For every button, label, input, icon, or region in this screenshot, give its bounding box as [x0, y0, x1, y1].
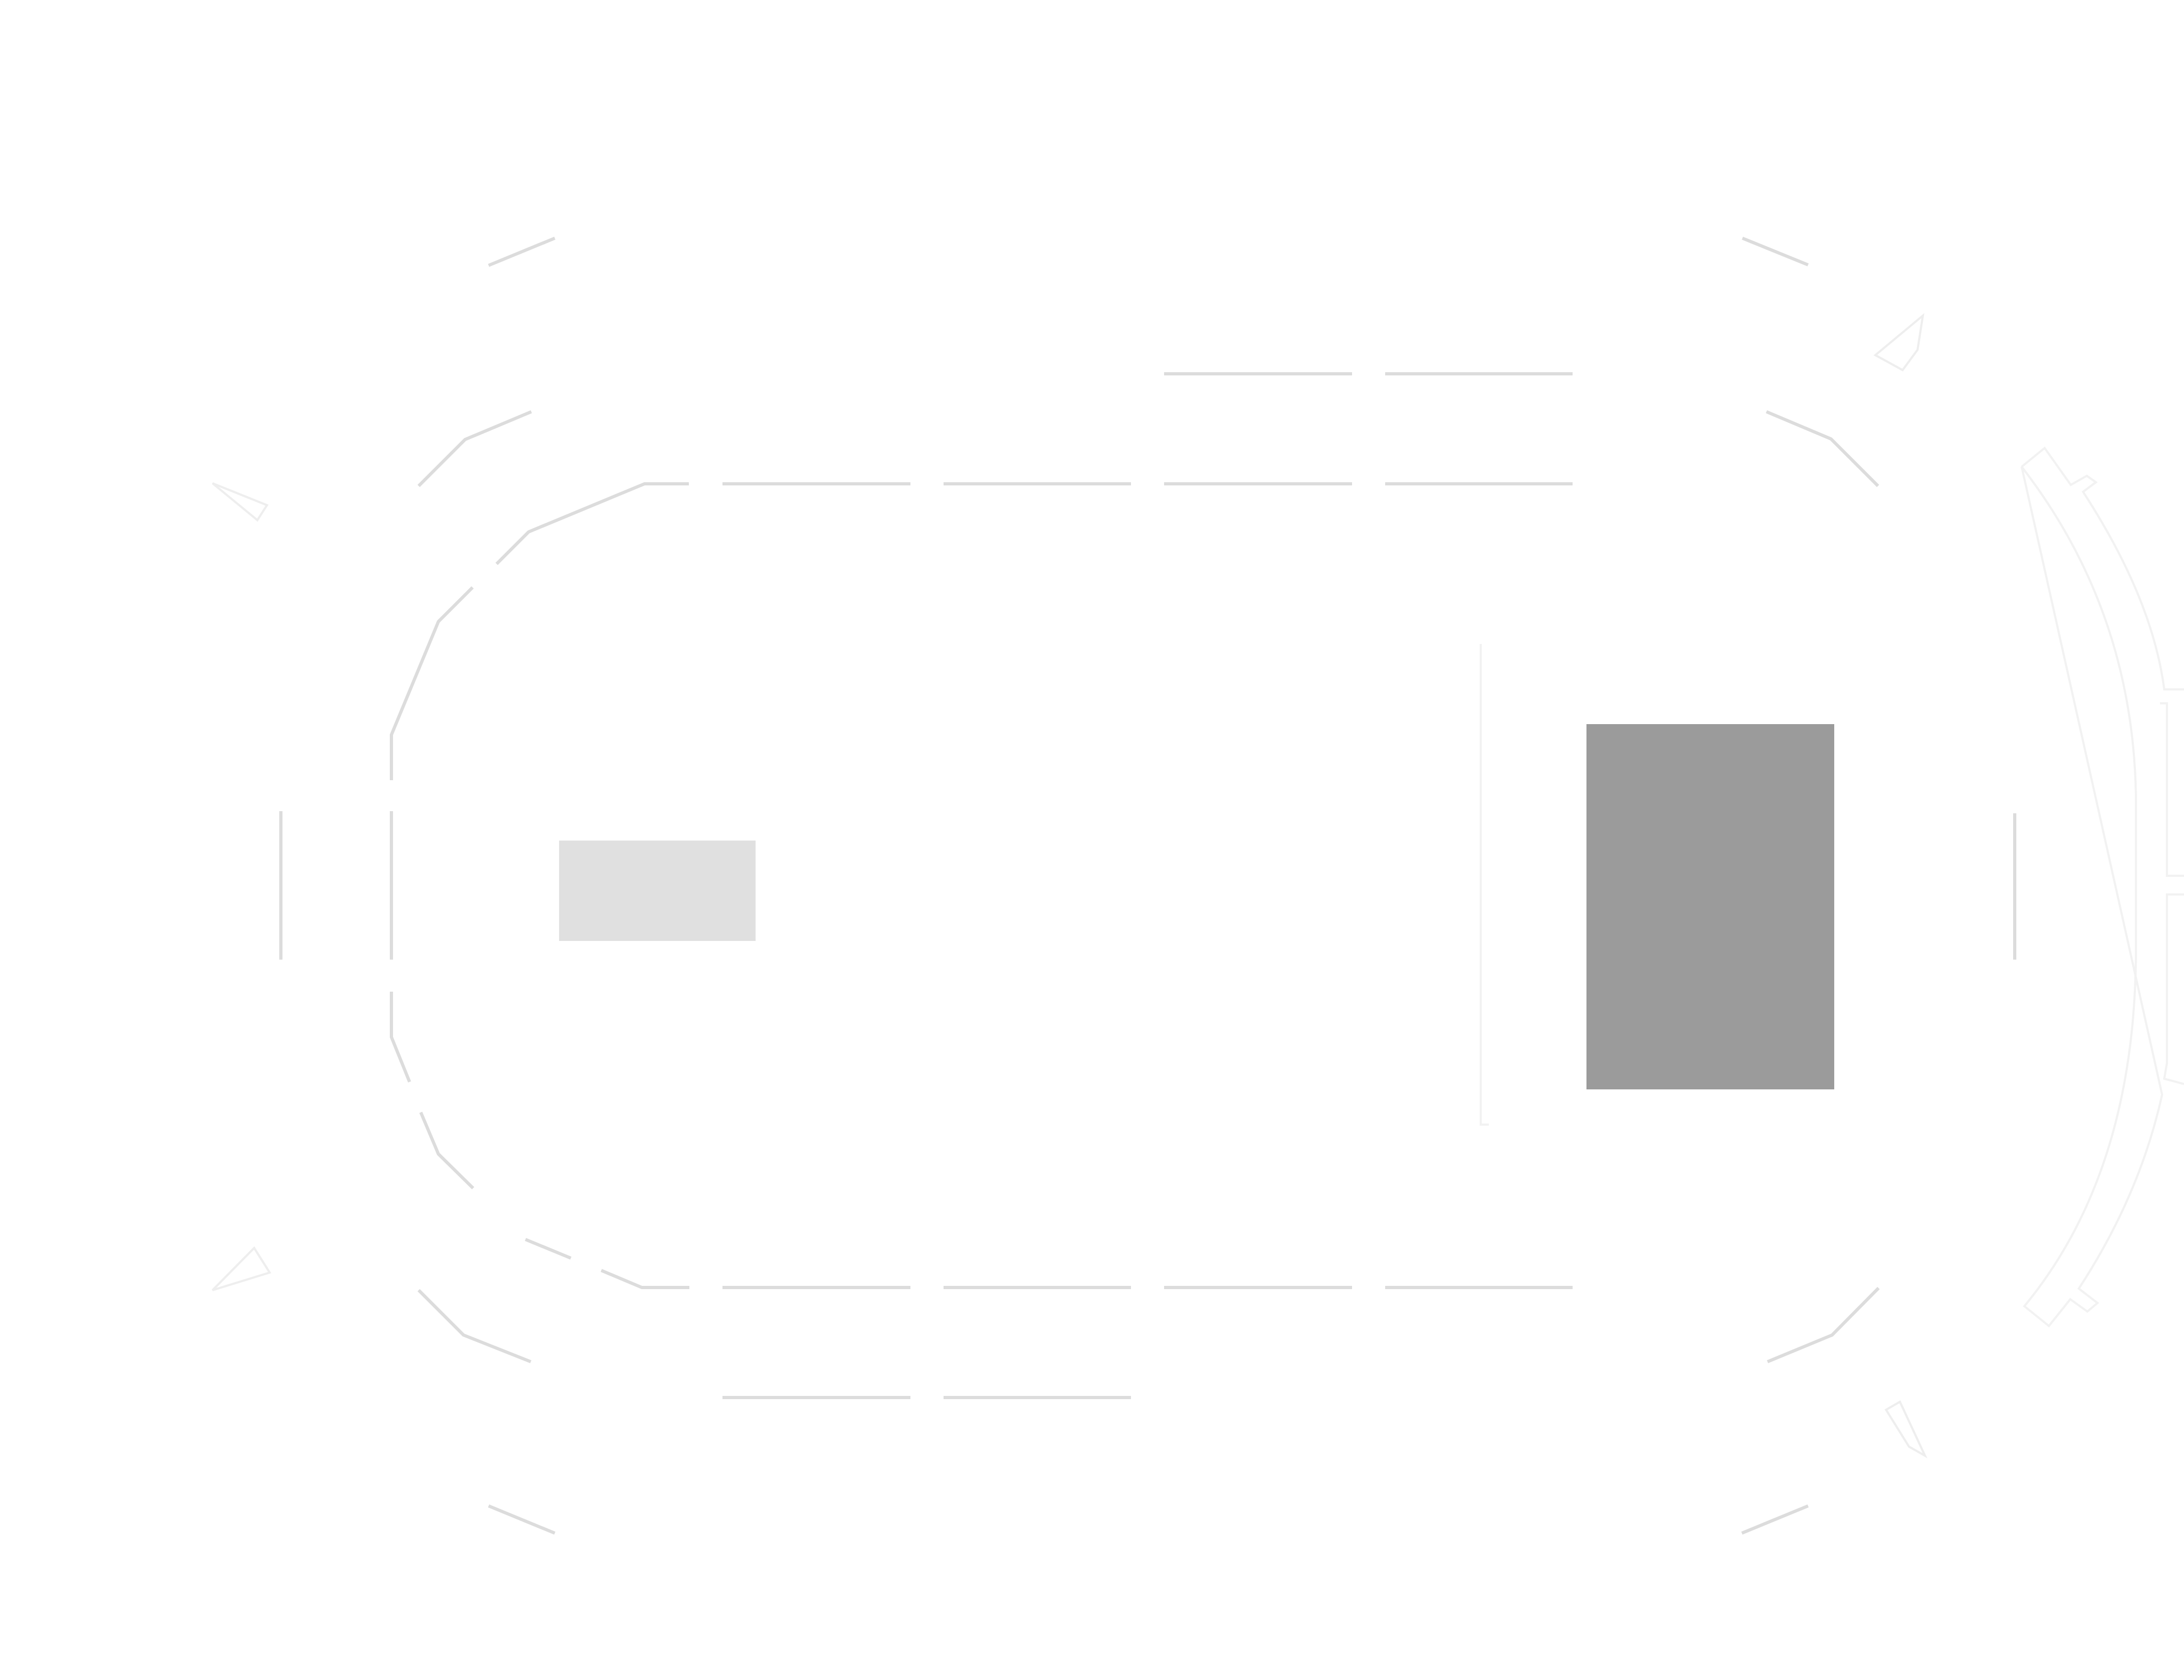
corner-wedge — [1873, 313, 1924, 372]
far-corner-rows — [488, 237, 1809, 1535]
section-line[interactable] — [1766, 1286, 1880, 1363]
section-line[interactable] — [495, 482, 689, 566]
stage-block — [1586, 724, 1834, 1089]
section-line[interactable] — [488, 1504, 556, 1535]
section-line[interactable] — [390, 586, 474, 780]
section-line[interactable] — [1765, 410, 1880, 488]
corner-wedge — [1884, 1400, 1928, 1458]
section-line[interactable] — [524, 1238, 572, 1260]
section-line[interactable] — [417, 410, 532, 488]
section-line[interactable] — [417, 1289, 532, 1363]
section-line[interactable] — [1741, 1504, 1809, 1535]
outer-ring — [279, 372, 2016, 1399]
section-line[interactable] — [488, 237, 556, 267]
section-line[interactable] — [390, 992, 411, 1083]
section-line[interactable] — [419, 1111, 475, 1190]
outer-arc-outline — [2021, 446, 2184, 1328]
stage-edge-line — [1480, 644, 1489, 1126]
booth-block — [559, 841, 756, 941]
inner-ring — [390, 482, 1573, 1289]
corner-wedge — [211, 1246, 272, 1291]
section-line[interactable] — [1741, 237, 1809, 266]
section-line[interactable] — [600, 1269, 689, 1289]
corner-wedge — [211, 482, 269, 522]
faint-outlines — [211, 313, 2184, 1458]
